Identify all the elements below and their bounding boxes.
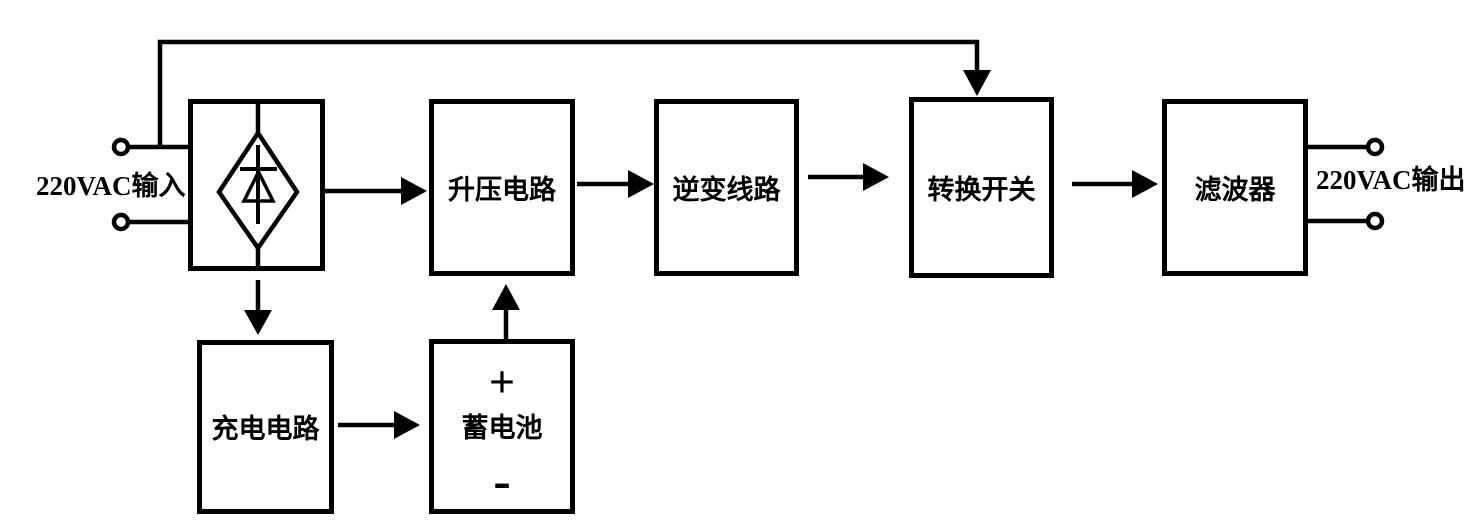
bridge-rectifier-icon — [216, 104, 300, 267]
output-terminal-bottom-icon — [1365, 211, 1385, 231]
arrow-rectifier-to-boost — [325, 177, 427, 205]
arrowhead-icon — [628, 170, 654, 198]
arrowhead-icon — [394, 411, 420, 439]
arrowhead-icon — [244, 310, 272, 335]
block-boost-label: 升压电路 — [448, 174, 556, 205]
arrowhead-icon — [1132, 170, 1158, 198]
bypass-arrowhead-icon — [963, 70, 991, 96]
block-charger-label: 充电电路 — [211, 414, 320, 445]
block-boost: 升压电路 — [429, 99, 575, 276]
arrow-charger-to-battery — [338, 411, 420, 439]
block-inverter: 逆变线路 — [654, 99, 799, 276]
arrowhead-icon — [863, 163, 889, 191]
arrow-transfer-to-filter — [1072, 170, 1158, 198]
block-transfer-switch-label: 转换开关 — [927, 174, 1036, 205]
block-transfer-switch: 转换开关 — [909, 97, 1054, 278]
block-battery-label: 蓄电池 — [461, 413, 543, 443]
bypass-line — [157, 39, 980, 149]
diode-triangle — [241, 168, 276, 203]
block-charger: 充电电路 — [197, 340, 334, 514]
block-inverter-label: 逆变线路 — [672, 174, 781, 205]
arrow-rectifier-to-charger — [244, 280, 272, 335]
arrow-inverter-to-transfer — [808, 163, 889, 191]
arrowhead-icon — [401, 177, 427, 205]
battery-contents: + 蓄电池 - — [434, 344, 570, 509]
arrow-battery-to-boost — [492, 284, 520, 340]
output-terminal-top-icon — [1365, 137, 1385, 157]
input-terminal-top-icon — [111, 137, 131, 157]
block-rectifier — [188, 99, 325, 271]
input-voltage-label: 220VAC输入 — [36, 171, 186, 201]
block-battery: + 蓄电池 - — [429, 339, 575, 514]
battery-minus-sign: - — [493, 453, 511, 510]
battery-plus-sign: + — [488, 356, 516, 407]
block-filter: 滤波器 — [1162, 99, 1308, 276]
output-voltage-label: 220VAC输出 — [1316, 165, 1465, 195]
arrow-boost-to-inverter — [577, 170, 654, 198]
input-terminal-bottom-icon — [111, 212, 131, 232]
arrowhead-icon — [492, 284, 520, 310]
block-filter-label: 滤波器 — [1194, 174, 1276, 205]
